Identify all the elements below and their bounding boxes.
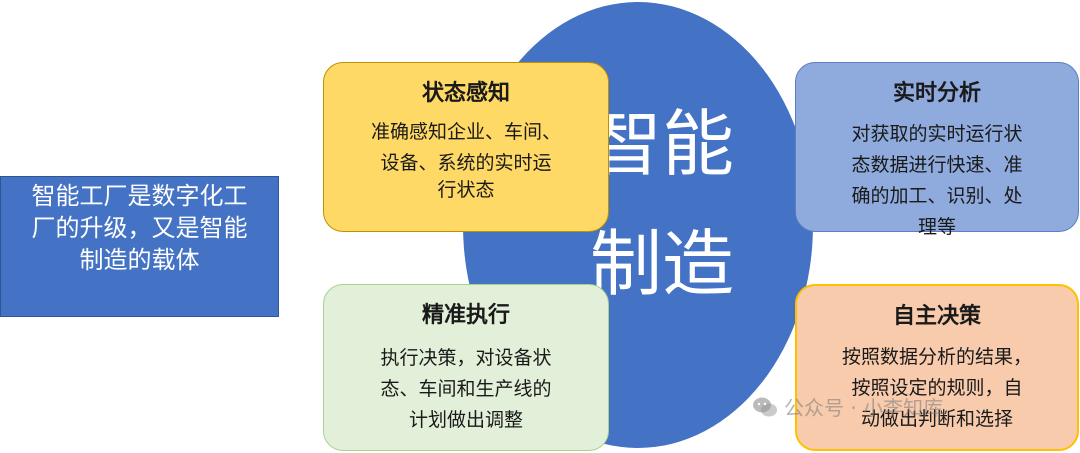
card-precise-execution: 精准执行 执行决策，对设备状 态、车间和生产线的 计划做出调整 <box>323 284 609 451</box>
card-realtime-analysis: 实时分析 对获取的实时运行状 态数据进行快速、准 确的加工、识别、处 理等 <box>795 62 1079 238</box>
intro-box: 智能工厂是数字化工 厂的升级，又是智能 制造的载体 <box>0 176 279 317</box>
card-title: 实时分析 <box>892 81 981 106</box>
card-description: 准确感知企业、车间、 设备、系统的实时运 <box>370 121 561 174</box>
card-title: 自主决策 <box>892 304 981 329</box>
wechat-icon <box>753 397 777 416</box>
card-description: 对获取的实时运行状 态数据进行快速、准 确的加工、识别、处 理等 <box>851 123 1023 238</box>
card-description: 执行决策，对设备状 态、车间和生产线的 计划做出调整 <box>380 347 552 431</box>
center-title-line1: 智能 <box>590 102 735 186</box>
card-description-overflow: 行状态 <box>437 179 495 201</box>
card-description: 按照数据分析的结果， 按照设定的规则，自 动做出判断和选择 <box>841 346 1032 430</box>
card-state-perception: 状态感知 准确感知企业、车间、 设备、系统的实时运 行状态 <box>323 62 609 232</box>
card-title: 状态感知 <box>421 81 510 106</box>
card-title: 精准执行 <box>421 303 510 328</box>
watermark-text: 公众号 · 小李知库 <box>784 396 944 420</box>
watermark: 公众号 · 小李知库 <box>752 392 943 421</box>
center-title-line2: 制造 <box>590 222 735 306</box>
card-autonomous-decision: 自主决策 按照数据分析的结果， 按照设定的规则，自 动做出判断和选择 <box>795 284 1079 451</box>
